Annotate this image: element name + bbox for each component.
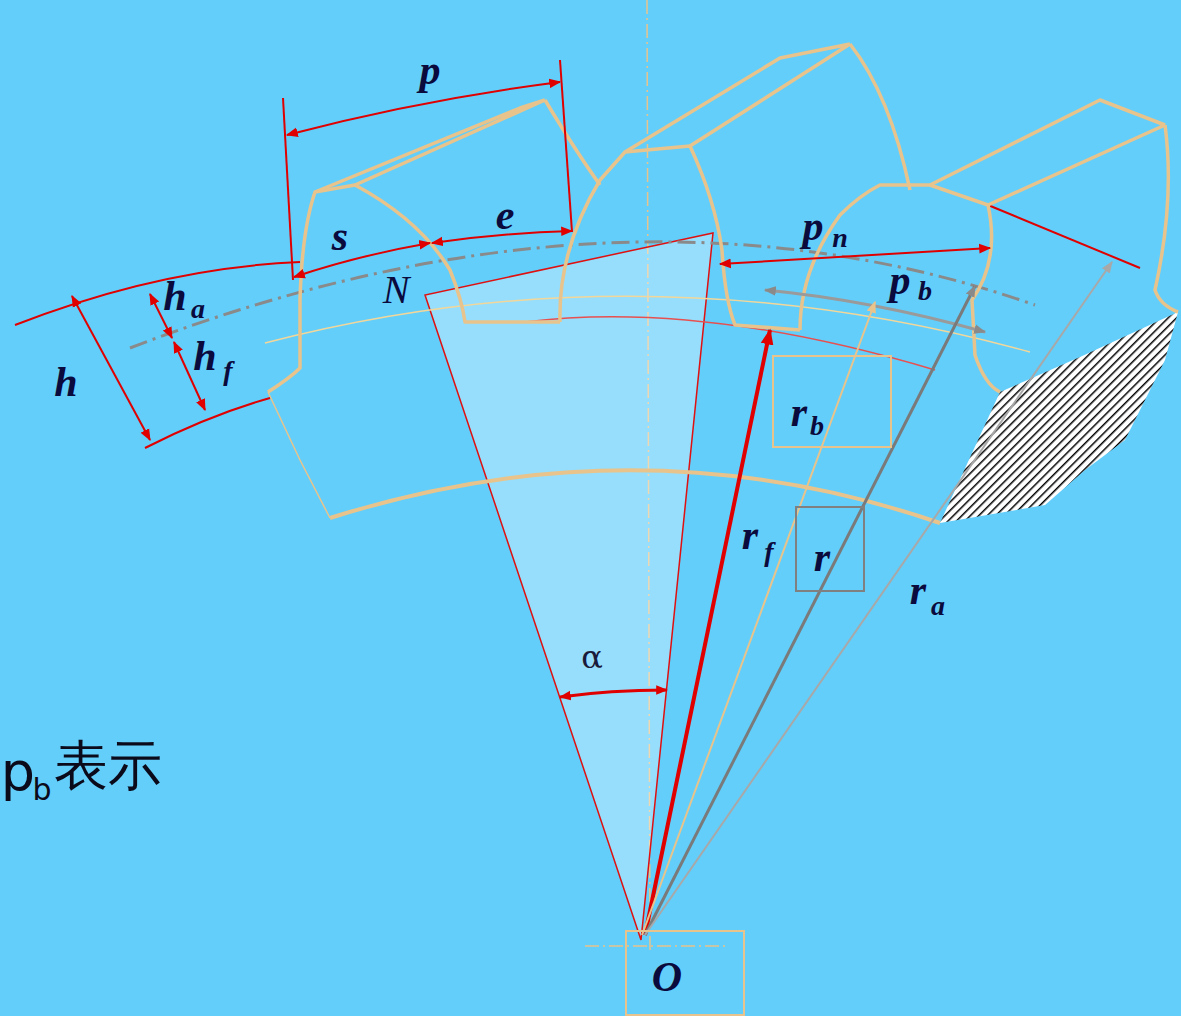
subscript: b (810, 412, 824, 440)
tooth-profile (268, 185, 560, 392)
subscript: f (764, 538, 773, 566)
thickness-symbol: s (332, 215, 348, 257)
extension-line (283, 98, 293, 280)
base-circle (265, 296, 1030, 352)
space-symbol: e (496, 194, 515, 236)
radius-symbol: r (814, 536, 830, 578)
text-fragment: p (1, 745, 35, 799)
root-circle (525, 317, 935, 370)
tooth-top (930, 100, 1178, 312)
addendum-circle (15, 262, 300, 325)
pitch-radius-box: r (795, 506, 865, 592)
angle-sector (425, 233, 713, 940)
tooth-top (315, 100, 600, 192)
subscript: n (832, 224, 848, 252)
dedendum-symbol: h (193, 335, 216, 377)
gear-teeth (268, 44, 1178, 392)
base-pitch-symbol: p (890, 259, 911, 301)
normal-pitch-arrow (720, 248, 990, 264)
subscript: a (191, 295, 205, 323)
addendum-symbol: h (163, 275, 186, 317)
angle-arrow (560, 690, 667, 697)
pitch-symbol: p (420, 49, 441, 91)
dimension-lines (72, 60, 990, 440)
tooth-profile (560, 146, 800, 330)
subscript: b (32, 775, 51, 805)
addendum-circle (988, 205, 1140, 268)
gear-side (268, 392, 330, 518)
height-arrow (72, 296, 150, 440)
pitch-circle (130, 242, 1035, 348)
normal-pitch-symbol: p (803, 205, 824, 247)
base-pitch-arrow (765, 290, 985, 332)
subscript: f (223, 357, 232, 385)
center-box: O (625, 930, 745, 1016)
thickness-arrow (294, 243, 430, 277)
base-radius (642, 302, 875, 935)
tip-radius (645, 262, 1112, 935)
angle-symbol: α (581, 641, 603, 673)
subscript: a (931, 592, 945, 620)
extension-line (560, 60, 572, 232)
hub-arc (330, 470, 940, 523)
point-symbol: N (383, 270, 410, 310)
center-axis (585, 945, 725, 947)
tooth-top (625, 44, 910, 190)
pitch-radius (645, 286, 975, 935)
tooth-profile (800, 185, 1000, 392)
tip-radius-symbol: r (910, 569, 926, 611)
height-symbol: h (54, 361, 77, 403)
text-fragment: 表示 (54, 739, 162, 793)
dedendum-circle (145, 398, 270, 448)
base-radius-box: rb (772, 355, 892, 448)
root-radius-symbol: r (742, 514, 758, 556)
subscript: b (918, 277, 932, 305)
radius-symbol: O (652, 956, 682, 998)
radius-symbol: r (791, 391, 807, 433)
